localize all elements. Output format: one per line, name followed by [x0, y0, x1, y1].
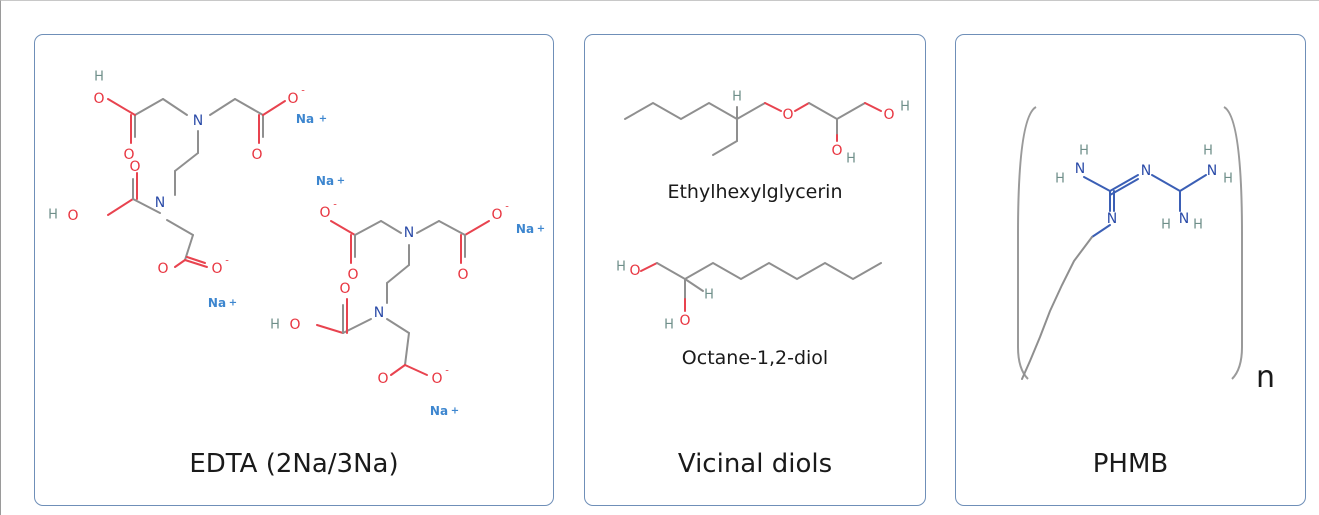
edta2-oxygen-carbonyl-2: O	[457, 267, 468, 283]
edta-molecule-1: O H O N O O - N H O O O O -	[48, 70, 305, 278]
phmb-nitrogen-amine-3: N	[1179, 211, 1189, 227]
edta2-charge-3: -	[445, 366, 449, 377]
ehg-oxygen-terminal: O	[883, 107, 894, 123]
sodium-ion-5: Na	[430, 404, 448, 418]
edta1-oxygen-carbonyl-3: O	[129, 159, 140, 175]
edta1-oxygen-carbonyl-4: O	[157, 261, 168, 277]
edta1-nitrogen-1: N	[193, 113, 203, 129]
ehg-ether-oxygen: O	[782, 107, 793, 123]
phmb-nitrogen-amine-2: N	[1207, 163, 1217, 179]
octanediol-hydrogen-1: H	[616, 260, 626, 275]
octanediol-hydrogen-c2: H	[704, 288, 714, 303]
octanediol-oxygen-1: O	[629, 263, 640, 279]
caption-edta: EDTA (2Na/3Na)	[189, 449, 399, 479]
edta2-hydrogen-left: H	[270, 318, 280, 333]
edta2-oxygen-carbonyl-1: O	[347, 267, 358, 283]
label-ethylhexylglycerin: Ethylhexylglycerin	[667, 181, 843, 203]
edta1-oxygen-anion-1: O	[287, 91, 298, 107]
phmb-hydrogen-6: H	[1193, 218, 1203, 233]
phmb-nitrogen-imine: N	[1107, 211, 1117, 227]
phmb-nitrogen-amine-1: N	[1075, 161, 1085, 177]
sodium-ion-4: Na	[516, 222, 534, 236]
phmb-structure: H N H N H N H N H N H n	[1017, 106, 1275, 395]
edta1-oxygen-left: O	[67, 208, 78, 224]
ehg-hydrogen-branch: H	[732, 90, 742, 105]
edta1-charge-1: -	[301, 86, 305, 97]
phmb-hydrogen-1: H	[1079, 144, 1089, 159]
edta2-nitrogen-1: N	[404, 225, 414, 241]
edta-molecule-2: O - O N O O - N H O O O O -	[270, 200, 509, 388]
phmb-hydrogen-3: H	[1203, 144, 1213, 159]
edta2-charge-2: -	[505, 202, 509, 213]
edta2-oxygen-carbonyl-4: O	[377, 371, 388, 387]
edta1-oxygen-carbonyl-1: O	[123, 147, 134, 163]
phmb-hydrogen-4: H	[1223, 172, 1233, 187]
edta2-oxygen-anion-3: O	[431, 371, 442, 387]
octanediol-oxygen-2: O	[679, 313, 690, 329]
sodium-charge-5: +	[451, 406, 459, 417]
edta2-oxygen-anion-2: O	[491, 207, 502, 223]
edta1-nitrogen-2: N	[155, 195, 165, 211]
sodium-charge-1: +	[319, 114, 327, 125]
sodium-ion-1: Na	[296, 112, 314, 126]
phmb-repeat-unit: H N H N H N H N H N H	[1021, 144, 1233, 380]
sodium-charge-4: +	[537, 224, 545, 235]
ethylhexylglycerin-structure: H O O H O H	[624, 90, 910, 167]
panel-phmb: H N H N H N H N H N H n PHMB	[955, 34, 1306, 506]
octanediol-structure: H O H H O	[616, 260, 882, 333]
edta2-oxygen-anion-1: O	[319, 205, 330, 221]
sodium-ion-3: Na	[208, 296, 226, 310]
repeat-subscript-n: n	[1256, 360, 1275, 395]
edta2-oxygen-carbonyl-3: O	[339, 281, 350, 297]
phmb-hydrogen-2: H	[1055, 172, 1065, 187]
ehg-hydrogen-secondary: H	[846, 152, 856, 167]
edta1-oxygen-carbonyl-2: O	[251, 147, 262, 163]
edta2-nitrogen-2: N	[374, 305, 384, 321]
sodium-charge-2: +	[337, 176, 345, 187]
edta1-oxygen-top: O	[93, 91, 104, 107]
right-bracket	[1223, 106, 1243, 380]
phmb-nitrogen-bridge: N	[1141, 163, 1151, 179]
panel-vicinal-diols: H O O H O H H O H H O Ethylhexylglycerin…	[584, 34, 926, 506]
label-octane-1-2-diol: Octane-1,2-diol	[681, 347, 829, 369]
ehg-oxygen-secondary: O	[831, 143, 842, 159]
ehg-hydrogen-terminal: H	[900, 100, 910, 115]
caption-vicinal-diols: Vicinal diols	[677, 449, 833, 479]
vicinal-diols-structures: H O O H O H H O H H O	[616, 90, 910, 333]
sodium-charge-3: +	[229, 298, 237, 309]
sodium-ion-2: Na	[316, 174, 334, 188]
edta1-oxygen-anion-2: O	[211, 261, 222, 277]
edta2-oxygen-left: O	[289, 317, 300, 333]
panel-edta: O H O N O O - N H O O O O - Na + Na + Na…	[34, 34, 554, 506]
edta2-charge-1: -	[333, 200, 337, 211]
left-bracket	[1017, 106, 1037, 380]
edta1-charge-2: -	[225, 256, 229, 267]
edta-structure: O H O N O O - N H O O O O - Na + Na + Na…	[48, 70, 545, 419]
edta1-hydrogen-top: H	[94, 70, 104, 85]
edta1-hydrogen-left: H	[48, 208, 58, 223]
phmb-hydrogen-5: H	[1161, 218, 1171, 233]
caption-phmb: PHMB	[1092, 449, 1169, 479]
octanediol-hydrogen-2: H	[664, 318, 674, 333]
